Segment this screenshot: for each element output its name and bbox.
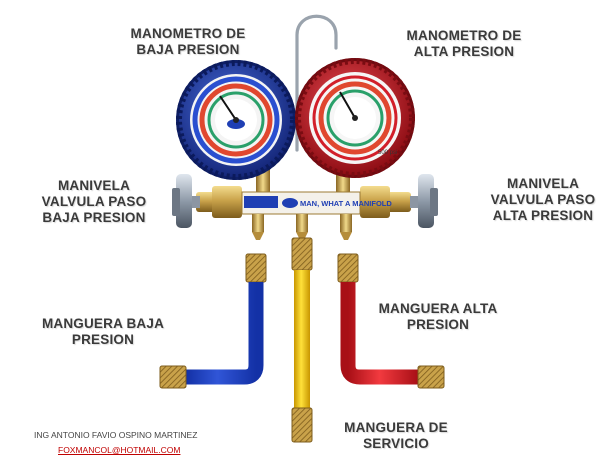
label-high-hose: MANGUERA ALTA PRESION <box>378 301 498 332</box>
author-credit: ING ANTONIO FAVIO OSPINO MARTINEZ <box>34 430 198 440</box>
label-high-gauge: MANOMETRO DE ALTA PRESION <box>406 28 522 59</box>
high-pressure-gauge: 500 psi <box>295 58 415 178</box>
high-pressure-hose <box>337 253 445 389</box>
low-pressure-gauge <box>176 60 296 180</box>
high-side-valve-handle <box>410 174 438 228</box>
manifold-brand-text: MAN, WHAT A MANIFOLD <box>300 199 392 208</box>
high-gauge-scale-text: 500 psi <box>378 150 397 156</box>
low-pressure-hose <box>159 253 267 389</box>
label-low-hose: MANGUERA BAJA PRESION <box>41 316 165 347</box>
label-service-hose: MANGUERA DE SERVICIO <box>344 420 448 451</box>
service-hose <box>291 237 313 443</box>
hanging-hook <box>295 14 338 152</box>
label-low-handle: MANIVELA VALVULA PASO BAJA PRESION <box>41 178 147 225</box>
label-high-handle: MANIVELA VALVULA PASO ALTA PRESION <box>490 176 596 223</box>
manifold-body: MAN, WHAT A MANIFOLD <box>196 186 411 240</box>
label-low-gauge: MANOMETRO DE BAJA PRESION <box>130 26 246 57</box>
author-email-link[interactable]: FOXMANCOL@HOTMAIL.COM <box>58 445 181 455</box>
low-side-valve-handle <box>172 174 200 228</box>
